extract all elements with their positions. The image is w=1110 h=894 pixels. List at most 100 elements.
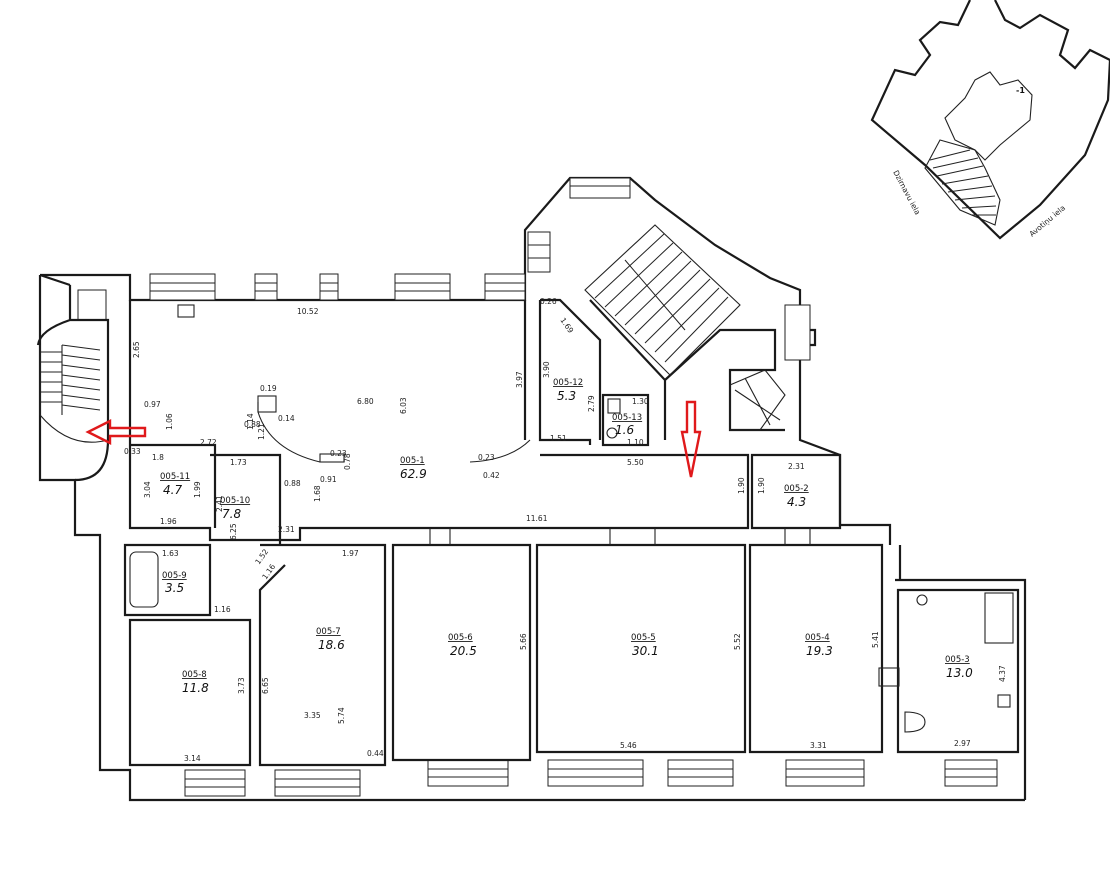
room-id: 005-3 <box>945 655 970 665</box>
dimension-label: 3.73 <box>237 677 246 694</box>
dimension-label: 6.03 <box>399 397 408 414</box>
room-id: 005-11 <box>160 472 190 482</box>
dimension-label: 0.33 <box>124 447 141 456</box>
room-area: 62.9 <box>400 467 427 481</box>
key-plan-street-right: Avotiņu iela <box>1028 203 1068 239</box>
room-id: 005-1 <box>400 456 425 466</box>
windows-bottom <box>184 759 998 797</box>
dimension-label: 1.14 <box>246 413 255 430</box>
key-plan-building <box>944 71 1033 161</box>
key-plan-floor-label: -1 <box>1016 86 1025 95</box>
room-id: 005-7 <box>316 627 341 637</box>
dimension-label: 1.69 <box>558 316 575 335</box>
dimension-label: 2.31 <box>788 462 805 471</box>
key-plan-hatch-area <box>924 139 1001 226</box>
room-id: 005-4 <box>805 633 830 643</box>
room-area: 18.6 <box>318 638 345 652</box>
dimension-label: 5.50 <box>627 458 644 467</box>
dimension-label: 0.44 <box>367 749 384 758</box>
dimension-label: 1.68 <box>313 485 322 502</box>
central-staircase <box>527 177 811 447</box>
room-area: 7.8 <box>222 507 241 521</box>
key-plan-street-left: Dzirnavu iela <box>891 169 922 217</box>
dimension-label: 2.65 <box>132 341 141 358</box>
dimension-label: 2.97 <box>954 739 971 748</box>
dimension-label: 1.52 <box>253 547 270 566</box>
dimension-label: 6.25 <box>229 523 238 540</box>
dimension-label: 5.66 <box>519 633 528 650</box>
left-staircase <box>36 285 110 482</box>
room-005-13-walls <box>601 393 650 447</box>
dimension-label: 1.8 <box>152 453 164 462</box>
room-id: 005-6 <box>448 633 473 643</box>
room-area: 20.5 <box>450 644 477 658</box>
dimension-label: 1.16 <box>214 605 231 614</box>
entrance-arrows <box>85 400 702 478</box>
dimension-label: 3.04 <box>143 481 152 498</box>
room-area: 4.3 <box>787 495 806 509</box>
room-id: 005-10 <box>220 496 250 506</box>
room-area: 19.3 <box>806 644 833 658</box>
dimension-label: 2.72 <box>200 438 217 447</box>
dimension-label: 1.06 <box>165 413 174 430</box>
room-id: 005-2 <box>784 484 809 494</box>
windows-top <box>77 273 526 321</box>
dimension-label: 5.74 <box>337 707 346 724</box>
dimension-label: 6.65 <box>261 677 270 694</box>
dimension-label: 0.91 <box>320 475 337 484</box>
dimension-label: 1.51 <box>550 434 567 443</box>
dimension-labels: 10.52 6.80 6.03 2.65 0.97 1.06 0.33 1.8 … <box>124 297 1007 763</box>
dimension-label: 0.19 <box>260 384 277 393</box>
entrance-arrow-left <box>85 419 147 445</box>
dimension-label: 0.23 <box>330 449 347 458</box>
room-id: 005-13 <box>612 413 642 423</box>
key-plan-hatch <box>929 149 997 216</box>
dimension-label: 1.63 <box>162 549 179 558</box>
dimension-label: 0.26 <box>540 297 557 306</box>
dimension-label: 1.73 <box>230 458 247 467</box>
interior-walls <box>123 300 1020 767</box>
room-id: 005-8 <box>182 670 207 680</box>
room-area: 30.1 <box>632 644 659 658</box>
dimension-label: 2.41 <box>215 495 224 512</box>
dimension-label: 1.10 <box>627 438 644 447</box>
dimension-label: 0.14 <box>278 414 295 423</box>
dimension-label: 0.23 <box>478 453 495 462</box>
room-area: 11.8 <box>182 681 209 695</box>
dimension-label: 1.90 <box>737 477 746 494</box>
dimension-label: 1.16 <box>260 562 277 581</box>
key-plan: -1 Dzirnavu iela Avotiņu iela <box>870 0 1110 240</box>
dimension-label: 4.37 <box>998 665 1007 682</box>
dimension-label: 0.97 <box>144 400 161 409</box>
room-labels: 005-1 62.9 005-11 4.7 005-10 7.8 005-12 … <box>160 378 973 695</box>
dimension-label: 0.88 <box>284 479 301 488</box>
room-area: 3.5 <box>165 581 184 595</box>
room-area: 4.7 <box>163 483 182 497</box>
dimension-label: 1.97 <box>342 549 359 558</box>
dimension-label: 3.35 <box>304 711 321 720</box>
dimension-label: 5.46 <box>620 741 637 750</box>
dimension-label: 2.31 <box>278 525 295 534</box>
room-id: 005-5 <box>631 633 656 643</box>
room-area: 1.6 <box>615 423 634 437</box>
dimension-label: 1.96 <box>160 517 177 526</box>
room-area: 13.0 <box>946 666 973 680</box>
dimension-label: 11.61 <box>526 514 548 523</box>
room-area: 5.3 <box>557 389 576 403</box>
dimension-label: 0.88 <box>244 420 261 429</box>
entrance-arrow-down <box>680 400 702 478</box>
key-plan-outline <box>870 0 1110 240</box>
dimension-label: 1.90 <box>757 477 766 494</box>
dimension-label: 10.52 <box>297 307 319 316</box>
dimension-label: 5.52 <box>733 633 742 650</box>
dimension-label: 3.90 <box>542 361 551 378</box>
dimension-label: 2.79 <box>587 395 596 412</box>
dimension-label: 5.41 <box>871 631 880 648</box>
dimension-label: 0.78 <box>343 453 352 470</box>
dimension-label: 6.80 <box>357 397 374 406</box>
dimension-label: 3.97 <box>515 371 524 388</box>
dimension-label: 0.42 <box>483 471 500 480</box>
room-id: 005-12 <box>553 378 583 388</box>
dimension-label: 1.99 <box>193 481 202 498</box>
